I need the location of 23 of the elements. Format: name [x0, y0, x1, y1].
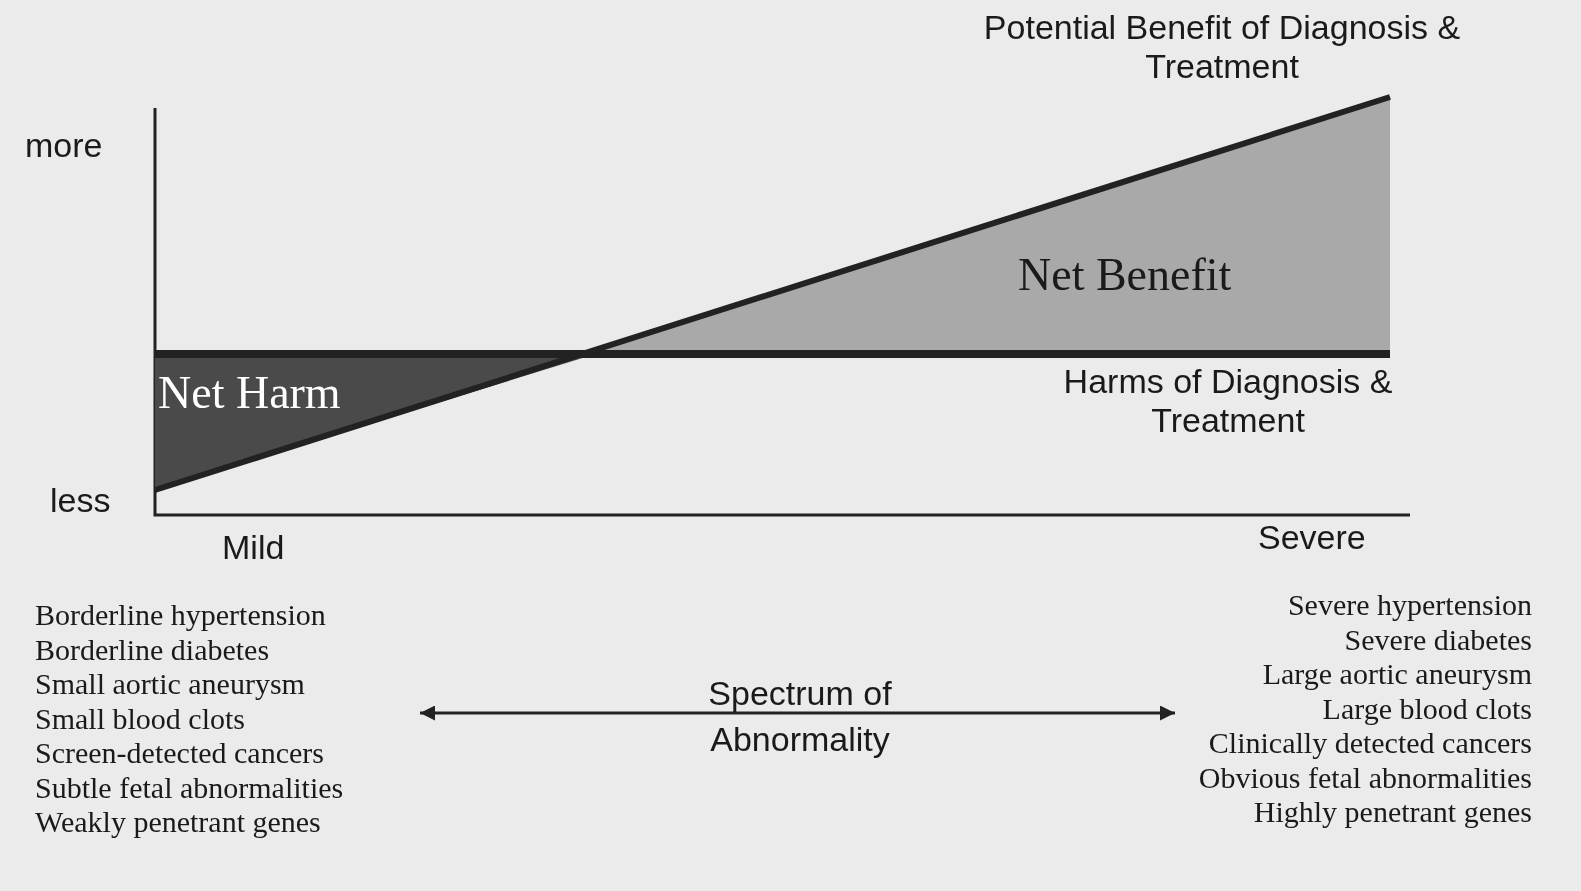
condition-text: Screen-detected cancers: [35, 736, 324, 770]
condition-text: Highly penetrant genes: [1252, 795, 1532, 829]
area-label: Net Harm: [158, 366, 341, 419]
line-label: Potential Benefit of Diagnosis & Treatment: [982, 8, 1462, 86]
condition-text: Clinically detected cancers: [1207, 726, 1532, 760]
axis-label: Severe: [1258, 518, 1366, 557]
condition-text: Subtle fetal abnormalities: [35, 770, 344, 805]
condition-text: Small blood clots: [35, 701, 245, 736]
area-label: Net Benefit: [1018, 248, 1232, 301]
condition-text: Small aortic aneurysm: [35, 667, 305, 701]
condition-text: Borderline hypertension: [35, 598, 326, 632]
condition-text: Obvious fetal abnormalities: [1197, 760, 1532, 795]
axis-label: more: [25, 126, 103, 165]
axis-label: less: [50, 481, 111, 520]
axis-label: Mild: [222, 528, 285, 567]
condition-text: Severe diabetes: [1343, 622, 1532, 657]
condition-text: Severe hypertension: [1286, 588, 1532, 622]
line-label: Harms of Diagnosis & Treatment: [1062, 362, 1394, 440]
arrow-label: Spectrum of Abnormality: [707, 673, 893, 760]
condition-text: Large blood clots: [1321, 691, 1532, 726]
condition-text: Weakly penetrant genes: [35, 805, 321, 839]
condition-text: Borderline diabetes: [35, 632, 270, 667]
condition-text: Large aortic aneurysm: [1261, 657, 1532, 691]
